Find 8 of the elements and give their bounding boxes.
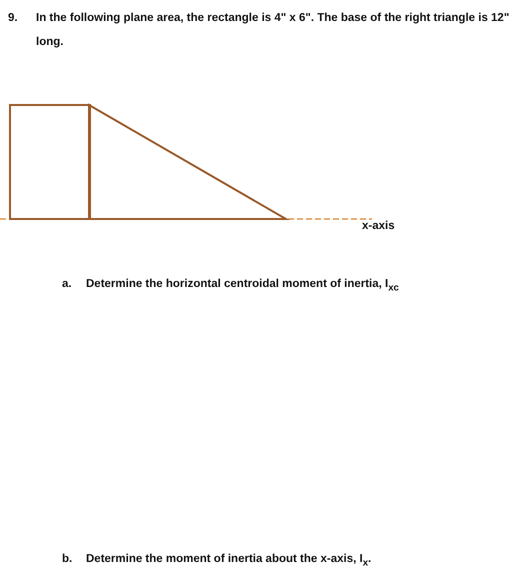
label-text: x-axis	[362, 219, 395, 234]
label-text: 9.	[8, 11, 18, 26]
label-text: b.	[62, 552, 72, 567]
label-text: Determine the horizontal centroidal moment of inertia, I$_{xc}$	[86, 277, 399, 296]
label-text: In the following plane area, the rectangle is 4" x 6". The base of the right triangle is 12" long.	[36, 11, 510, 50]
label-text: Determine the moment of inertia about the x-axis, I$_{x}$.	[86, 552, 372, 568]
label-text: a.	[62, 277, 72, 292]
rectangle-shape	[9, 104, 91, 220]
